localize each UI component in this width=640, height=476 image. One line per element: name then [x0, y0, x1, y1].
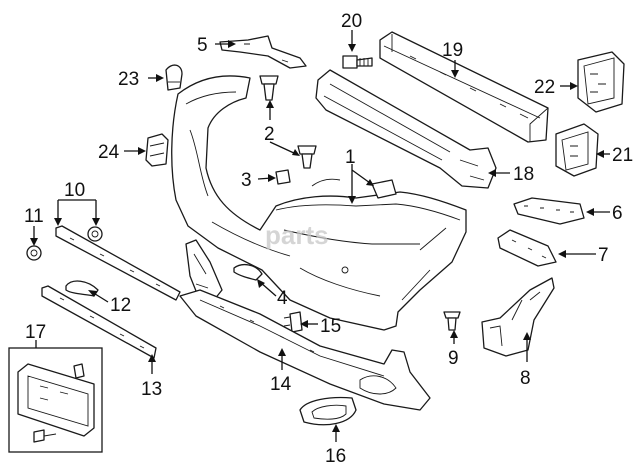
part-20-bolt: [342, 55, 373, 69]
callout-1: 1: [345, 147, 356, 168]
callout-17: 17: [25, 322, 46, 343]
part-21-bracket: [555, 123, 599, 177]
callout-22: 22: [534, 77, 555, 98]
part-2-clip-lower: [297, 145, 317, 169]
callout-8: 8: [520, 368, 531, 389]
leader-lines: [30, 30, 610, 442]
callout-3: 3: [241, 170, 252, 191]
part-23-bulb: [165, 64, 183, 91]
watermark: parts: [265, 220, 329, 250]
callout-19: 19: [442, 40, 463, 61]
callout-14: 14: [270, 374, 292, 395]
callout-9: 9: [448, 348, 459, 369]
part-3-clip: [275, 169, 291, 185]
part-15-clip: [283, 311, 303, 333]
part-4-retainer: [185, 239, 223, 301]
callout-23: 23: [118, 69, 139, 90]
part-1-bumper-cover: [171, 75, 467, 331]
callout-13: 13: [141, 379, 162, 400]
callout-4: 4: [277, 288, 288, 309]
part-9-clip: [443, 311, 461, 331]
callout-16: 16: [325, 446, 346, 467]
part-18-absorber: [315, 69, 497, 189]
callout-6: 6: [612, 203, 623, 224]
watermark-text: parts: [265, 220, 329, 250]
callout-20: 20: [341, 11, 362, 32]
part-13-molding: [41, 285, 157, 359]
callout-2: 2: [264, 124, 275, 145]
part-10-molding: [55, 225, 181, 301]
callout-21: 21: [612, 145, 633, 166]
part-5-retainer: [219, 35, 307, 69]
part-14-spoiler: [179, 289, 431, 411]
callout-5: 5: [197, 35, 208, 56]
part-19-reinforcement: [379, 31, 549, 143]
callout-15: 15: [320, 316, 341, 337]
part-4-bezel: [233, 263, 263, 281]
part-11-nut: [26, 245, 42, 261]
part-17-license-box: [8, 347, 103, 453]
part-2-clip-upper: [259, 75, 279, 101]
part-16-trim: [299, 396, 357, 426]
part-8-side-bracket: [481, 277, 555, 357]
callout-7: 7: [598, 245, 609, 266]
part-7-bracket: [497, 229, 557, 267]
callout-12: 12: [110, 295, 131, 316]
callout-11: 11: [24, 206, 44, 227]
callout-labels: 1 2 3 4 5 6 7 8 9 10 11 12 13 14 15 16 1…: [24, 11, 633, 467]
callout-18: 18: [513, 164, 534, 185]
part-6-bracket: [513, 197, 585, 225]
callout-10: 10: [64, 180, 85, 201]
part-24-sensor: [145, 133, 169, 167]
part-22-bracket: [577, 51, 625, 113]
callout-24: 24: [98, 142, 120, 163]
